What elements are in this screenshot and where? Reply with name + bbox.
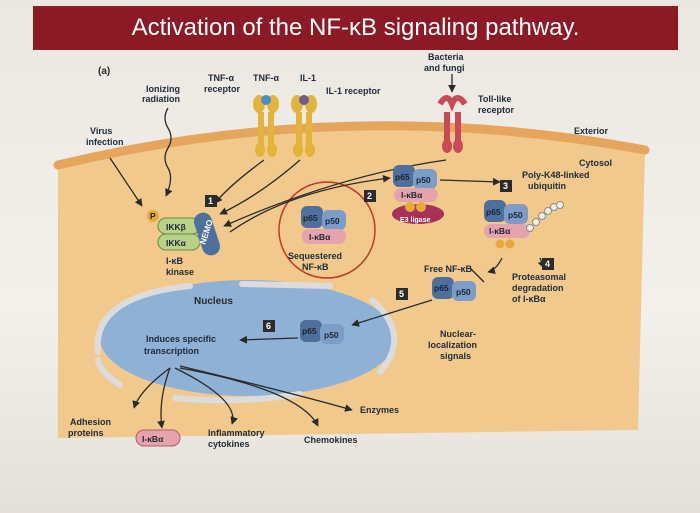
svg-text:Virus: Virus	[90, 126, 112, 136]
ubiquitin-chain	[526, 201, 564, 232]
ikk-complex	[157, 212, 221, 256]
tnf-receptor-2	[291, 95, 317, 157]
svg-text:TNF-α: TNF-α	[253, 73, 279, 83]
svg-text:receptor: receptor	[478, 105, 515, 115]
virus-arrow	[109, 157, 143, 207]
plasma-membrane	[53, 121, 650, 170]
step-6: 6	[266, 321, 271, 331]
svg-text:I-κBα: I-κBα	[142, 434, 164, 444]
svg-text:Toll-like: Toll-like	[478, 94, 511, 104]
receptor-to-ikk-arrow-1	[214, 159, 265, 204]
svg-text:Proteasomal: Proteasomal	[512, 272, 566, 282]
svg-text:Poly-K48-linked: Poly-K48-linked	[522, 170, 590, 180]
svg-text:p50: p50	[416, 175, 431, 185]
svg-text:Free NF-κB: Free NF-κB	[424, 264, 473, 274]
svg-text:p50: p50	[456, 287, 471, 297]
svg-text:IL-1 receptor: IL-1 receptor	[326, 86, 381, 96]
svg-text:transcription: transcription	[144, 346, 199, 356]
to-nucleus-arrow	[351, 299, 433, 327]
svg-text:NF-κB: NF-κB	[302, 262, 329, 272]
ikka-label: IKKα	[166, 238, 187, 248]
diagram-title: Activation of the NF-κB signaling pathwa…	[131, 14, 580, 41]
step-2: 2	[367, 191, 372, 201]
svg-text:Cytosol: Cytosol	[579, 158, 612, 168]
svg-text:Adhesion: Adhesion	[70, 417, 111, 427]
svg-text:p50: p50	[325, 216, 340, 226]
svg-text:p50: p50	[508, 210, 523, 220]
svg-text:signals: signals	[440, 351, 471, 361]
svg-text:p65: p65	[303, 213, 318, 223]
svg-text:Bacteria: Bacteria	[428, 52, 465, 62]
svg-text:I-κBα: I-κBα	[401, 190, 423, 200]
ligase-bound-complex	[392, 165, 444, 224]
step-1: 1	[208, 196, 213, 206]
svg-text:TNF-α: TNF-α	[208, 73, 234, 83]
receptor-to-ikk-arrow-2	[219, 159, 301, 215]
svg-text:Enzymes: Enzymes	[360, 405, 399, 415]
ikkb-label: IKKβ	[166, 222, 186, 232]
svg-text:cytokines: cytokines	[208, 439, 250, 449]
svg-text:Exterior: Exterior	[574, 126, 609, 136]
to-adhesion-arrow	[132, 367, 171, 409]
svg-text:p65: p65	[395, 172, 410, 182]
svg-text:I-κB: I-κB	[166, 256, 184, 266]
svg-text:p65: p65	[302, 326, 317, 336]
sequestered-nfkb-complex	[301, 206, 346, 244]
svg-text:kinase: kinase	[166, 267, 194, 277]
ionizing-label: Ionizing	[146, 84, 180, 94]
svg-text:radiation: radiation	[142, 94, 180, 104]
ikk-to-complex-arrow	[229, 174, 391, 233]
svg-text:localization: localization	[428, 340, 477, 350]
svg-text:I-κBα: I-κBα	[309, 232, 331, 242]
svg-text:Nucleus: Nucleus	[194, 296, 233, 307]
to-chemokines-arrow	[179, 367, 319, 427]
step-4: 4	[545, 259, 550, 269]
to-ubiquitin-arrow	[439, 177, 501, 186]
svg-text:of I-κBα: of I-κBα	[512, 294, 546, 304]
to-enzymes-arrow	[179, 365, 353, 412]
svg-text:p65: p65	[434, 283, 449, 293]
nucleus-region	[100, 280, 396, 396]
svg-text:Chemokines: Chemokines	[304, 435, 358, 445]
ubiquitinated-complex	[484, 200, 530, 249]
svg-text:p50: p50	[324, 330, 339, 340]
radiation-arrow	[164, 107, 173, 197]
tnf-receptor-1	[253, 95, 279, 157]
to-proteasome-arrow	[487, 257, 503, 275]
svg-text:Inflammatory: Inflammatory	[208, 428, 265, 438]
free-nfkb-pointer	[469, 267, 485, 283]
svg-text:and fungi: and fungi	[424, 63, 465, 73]
step-3: 3	[503, 181, 508, 191]
svg-text:Sequestered: Sequestered	[288, 251, 342, 261]
svg-text:receptor: receptor	[204, 84, 241, 94]
svg-text:infection: infection	[86, 137, 124, 147]
svg-text:degradation: degradation	[512, 283, 564, 293]
free-nfkb-complex	[432, 277, 476, 301]
step-5: 5	[399, 289, 404, 299]
svg-text:P: P	[150, 211, 156, 221]
svg-text:Induces specific: Induces specific	[146, 334, 216, 344]
to-cytokines-arrow	[174, 367, 238, 425]
ikba-product	[135, 429, 181, 447]
to-transcription-arrow	[239, 335, 299, 344]
to-ikba-arrow	[157, 367, 171, 429]
svg-text:IL-1: IL-1	[300, 73, 316, 83]
svg-text:proteins: proteins	[68, 428, 104, 438]
nuclear-nfkb-complex	[300, 320, 344, 344]
phosphate-ikk	[147, 210, 159, 222]
svg-text:Nuclear-: Nuclear-	[440, 329, 476, 339]
toll-to-ikk-arrow	[223, 159, 447, 227]
e3-ligase-label: E3 ligase	[400, 217, 430, 224]
title-banner: Activation of the NF-κB signaling pathwa…	[33, 6, 678, 50]
svg-text:I-κBα: I-κBα	[489, 226, 511, 236]
toll-like-receptor	[437, 95, 468, 153]
step-markers	[205, 180, 554, 332]
svg-text:p65: p65	[486, 207, 501, 217]
svg-text:ubiquitin: ubiquitin	[528, 181, 566, 191]
nuclear-envelope	[94, 281, 398, 404]
sequestered-complex-highlight	[278, 181, 376, 279]
panel-label: (a)	[98, 66, 110, 77]
